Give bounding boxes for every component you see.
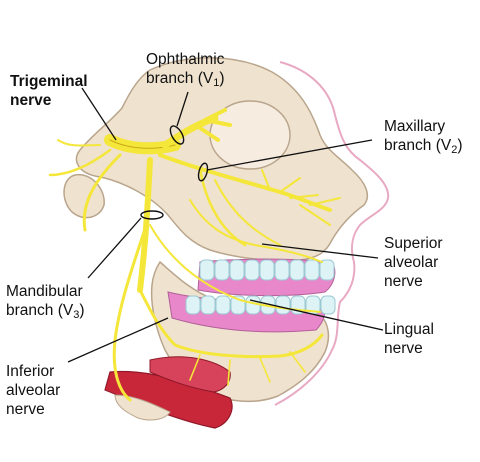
label-inferior-line1: Inferior	[6, 363, 55, 380]
muscle-back	[149, 356, 231, 393]
face-profile-outline	[274, 61, 390, 406]
label-ophthalmic-subscript: 1	[213, 77, 220, 89]
label-ophthalmic-close: )	[219, 70, 225, 87]
label-ophthalmic-line1: Ophthalmic	[146, 51, 225, 68]
label-trigeminal-line1: Trigeminal	[10, 73, 88, 90]
leader-maxillary	[206, 139, 373, 171]
superior-alveolar-nerve	[189, 199, 323, 263]
label-maxillary-line2: branch (V2)	[384, 136, 463, 157]
upper-tooth	[289, 259, 305, 281]
lower-tooth	[200, 295, 216, 315]
inferior-alveolar-nerve	[138, 288, 324, 359]
label-maxillary-subscript: 2	[451, 144, 458, 156]
leader-ophthalmic	[176, 91, 189, 127]
label-mandibular-line2: branch (V3)	[6, 301, 85, 322]
lower-tooth	[215, 295, 231, 315]
upper-tooth	[319, 259, 335, 281]
label-superior-alveolar-nerve: Superior alveolar nerve	[384, 234, 443, 291]
label-maxillary-close: )	[457, 137, 463, 154]
label-mandibular-branch: Mandibular branch (V3)	[6, 282, 85, 322]
leader-lines	[67, 87, 384, 363]
upper-tooth	[274, 259, 290, 281]
ring-maxillary	[197, 162, 209, 182]
leader-superior-alveolar	[261, 243, 379, 259]
nerve-network	[48, 108, 341, 402]
label-inferior-alveolar-nerve: Inferior alveolar nerve	[6, 362, 60, 419]
lingual-nerve	[112, 218, 150, 402]
ring-ophthalmic	[169, 125, 185, 145]
label-trigeminal-line2: nerve	[10, 92, 52, 109]
label-ophthalmic-line2: branch (V1)	[146, 69, 225, 90]
label-mandibular-subscript: 3	[73, 309, 80, 321]
label-superior-line2: alveolar	[384, 254, 439, 271]
leader-trigeminal	[81, 87, 117, 141]
label-ophthalmic-branch: Ophthalmic branch (V1)	[146, 50, 225, 90]
upper-tooth	[304, 259, 320, 281]
lower-tooth	[320, 295, 336, 315]
label-superior-line3: nerve	[384, 273, 423, 290]
label-maxillary-line2-text: branch (V	[384, 137, 452, 154]
upper-tooth	[229, 259, 245, 281]
leader-lingual	[249, 299, 384, 331]
leader-mandibular	[87, 217, 142, 279]
upper-tooth	[199, 259, 215, 281]
teeth	[185, 259, 336, 315]
branch-rings	[140, 125, 209, 220]
leader-inferior-alveolar	[67, 317, 169, 363]
upper-tooth	[244, 259, 260, 281]
label-mandibular-line2-text: branch (V	[6, 302, 74, 319]
upper-tooth	[214, 259, 230, 281]
label-lingual-line1: Lingual	[384, 321, 434, 338]
lower-tooth	[185, 295, 201, 315]
label-inferior-line2: alveolar	[6, 382, 61, 399]
label-inferior-line3: nerve	[6, 401, 45, 418]
label-mandibular-close: )	[79, 302, 85, 319]
hyoid-bone	[114, 394, 171, 421]
label-lingual-line2: nerve	[384, 340, 423, 357]
label-trigeminal-nerve: Trigeminal nerve	[10, 72, 88, 110]
upper-tooth	[259, 259, 275, 281]
label-maxillary-branch: Maxillary branch (V2)	[384, 117, 463, 157]
ring-mandibular	[140, 210, 164, 220]
lower-tooth	[275, 295, 291, 315]
label-superior-line1: Superior	[384, 235, 443, 252]
label-lingual-nerve: Lingual nerve	[384, 320, 434, 358]
label-maxillary-line1: Maxillary	[384, 118, 446, 135]
label-mandibular-line1: Mandibular	[6, 283, 83, 300]
label-ophthalmic-line2-text: branch (V	[146, 70, 214, 87]
